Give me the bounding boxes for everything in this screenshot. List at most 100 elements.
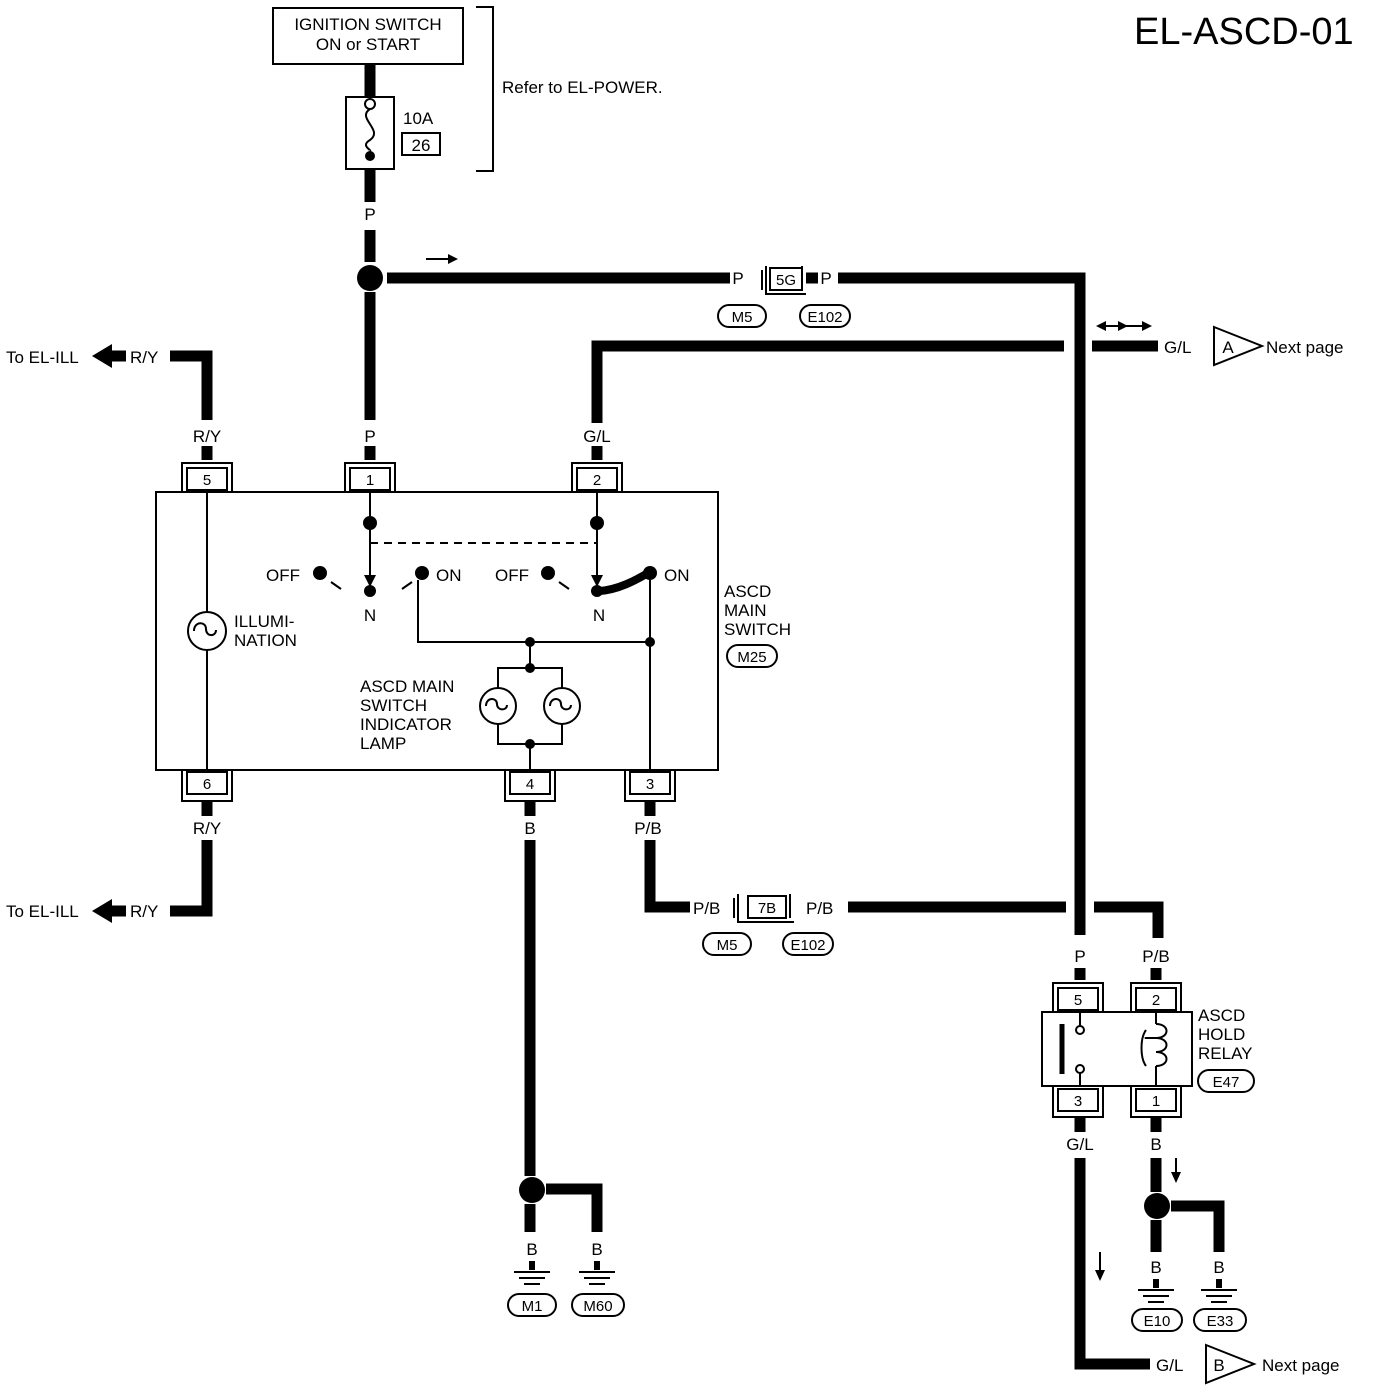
wire-color-gl-next: G/L (1164, 338, 1191, 357)
fuse-number: 26 (412, 136, 431, 155)
svg-text:E47: E47 (1213, 1074, 1240, 1091)
svg-text:E102: E102 (807, 309, 842, 326)
svg-text:1: 1 (1152, 1093, 1160, 1110)
wire-color-p-top: P (364, 205, 375, 224)
connector-id-m1 (507, 1293, 557, 1317)
svg-text:M1: M1 (522, 1298, 543, 1315)
connector-id-m5-top (717, 304, 767, 328)
indicator-label-3: INDICATOR (360, 715, 452, 734)
wire-color-pb-pin3: P/B (634, 819, 661, 838)
relay-pin-3: 3 (1052, 1086, 1104, 1118)
wire-color-gl-relay: G/L (1066, 1135, 1093, 1154)
svg-text:3: 3 (1074, 1093, 1082, 1110)
wire-color-ry-pin5: R/Y (193, 427, 221, 446)
next-page-b-label: Next page (1262, 1356, 1340, 1375)
pin-4: 4 (504, 770, 556, 802)
svg-text:2: 2 (593, 472, 601, 489)
wire-color-pb-7b-right: P/B (806, 899, 833, 918)
connector-7b: 7B (733, 894, 794, 923)
indicator-lamp-left-icon (479, 687, 517, 725)
switch2-neutral-label: N (593, 606, 605, 625)
connector-id-m60 (571, 1293, 625, 1317)
connector-id-e102-top (799, 304, 851, 328)
svg-text:5: 5 (203, 472, 211, 489)
svg-text:M5: M5 (732, 309, 753, 326)
wire-color-gl-pin2: G/L (583, 427, 610, 446)
refer-bracket (476, 6, 494, 172)
switch2-on-label: ON (664, 566, 690, 585)
connector-id-e102-bottom (782, 932, 834, 956)
wire-color-p-5g-right: P (820, 269, 831, 288)
fuse-rating: 10A (403, 109, 434, 128)
direction-arrow-right (426, 254, 458, 264)
left-arrow-icon (92, 899, 112, 923)
svg-text:A: A (1222, 338, 1234, 357)
svg-text:1: 1 (366, 472, 374, 489)
pin-5: 5 (181, 462, 233, 492)
junction-dot-ground-e (1144, 1193, 1170, 1219)
svg-text:5: 5 (1074, 992, 1082, 1009)
relay-name-1: ASCD (1198, 1006, 1245, 1025)
relay-name-3: RELAY (1198, 1044, 1253, 1063)
pin-1: 1 (344, 462, 396, 492)
ignition-switch-box: IGNITION SWITCH ON or START (272, 7, 464, 65)
svg-text:2: 2 (1152, 992, 1160, 1009)
connector-id-e10 (1131, 1308, 1183, 1332)
direction-arrow-down-gl (1095, 1252, 1105, 1281)
svg-text:M25: M25 (737, 649, 766, 666)
svg-text:7B: 7B (758, 900, 776, 917)
fuse-number-box (401, 132, 441, 156)
to-el-ill-bottom-label: To EL-ILL (6, 902, 79, 921)
ascd-hold-relay-body (1041, 1011, 1193, 1087)
wire-color-b-relay: B (1150, 1135, 1161, 1154)
switch2-off-label: OFF (495, 566, 529, 585)
wire-color-p-relay: P (1074, 947, 1085, 966)
illumination-label-1: ILLUMI- (234, 612, 294, 631)
indicator-label-4: LAMP (360, 734, 406, 753)
wire-color-b-e33: B (1213, 1258, 1224, 1277)
relay-coil-icon (1140, 1012, 1168, 1086)
ignition-switch-label: IGNITION SWITCH (294, 15, 441, 34)
ignition-switch-state-label: ON or START (316, 35, 420, 54)
wire-color-b-pin4: B (524, 819, 535, 838)
direction-arrow-down-b (1171, 1158, 1181, 1183)
svg-text:E33: E33 (1207, 1313, 1234, 1330)
main-switch-name-1: ASCD (724, 582, 771, 601)
connector-5g: 5G (761, 266, 806, 295)
pin-6: 6 (181, 770, 233, 802)
wire-color-pb-7b-left: P/B (693, 899, 720, 918)
wire-color-b-m1: B (526, 1240, 537, 1259)
wire-color-ry-bottom-arrow: R/Y (130, 902, 158, 921)
diagram-code: EL-ASCD-01 (1134, 11, 1354, 53)
connector-id-e33 (1193, 1308, 1247, 1332)
svg-text:5G: 5G (776, 272, 796, 289)
ground-symbol-m1 (514, 1261, 550, 1285)
main-switch-name-2: MAIN (724, 601, 767, 620)
indicator-lamp-right-icon (543, 687, 581, 725)
junction-dot-ground-m (519, 1177, 545, 1203)
pin-3: 3 (624, 770, 676, 802)
wire-color-pb-relay: P/B (1142, 947, 1169, 966)
junction-dot-top (357, 265, 383, 291)
refer-note: Refer to EL-POWER. (502, 78, 663, 97)
svg-text:E102: E102 (790, 937, 825, 954)
ascd-main-switch-body (155, 491, 719, 771)
next-page-a-label: Next page (1266, 338, 1344, 357)
switch1-on-label: ON (436, 566, 462, 585)
relay-pin-2: 2 (1130, 982, 1182, 1012)
svg-text:M5: M5 (717, 937, 738, 954)
switch1-off-label: OFF (266, 566, 300, 585)
illumination-lamp-icon (187, 611, 227, 651)
pin-2: 2 (571, 462, 623, 492)
svg-text:E10: E10 (1144, 1313, 1171, 1330)
relay-contact-icon (1059, 1012, 1085, 1086)
ground-symbol-e33 (1201, 1279, 1237, 1303)
offpage-marker-a: A (1213, 325, 1265, 367)
switch1-neutral-label: N (364, 606, 376, 625)
svg-text:4: 4 (526, 776, 534, 793)
svg-text:6: 6 (203, 776, 211, 793)
svg-text:M60: M60 (583, 1298, 612, 1315)
connector-id-m5-bottom (702, 932, 752, 956)
relay-pin-1: 1 (1130, 1086, 1182, 1118)
